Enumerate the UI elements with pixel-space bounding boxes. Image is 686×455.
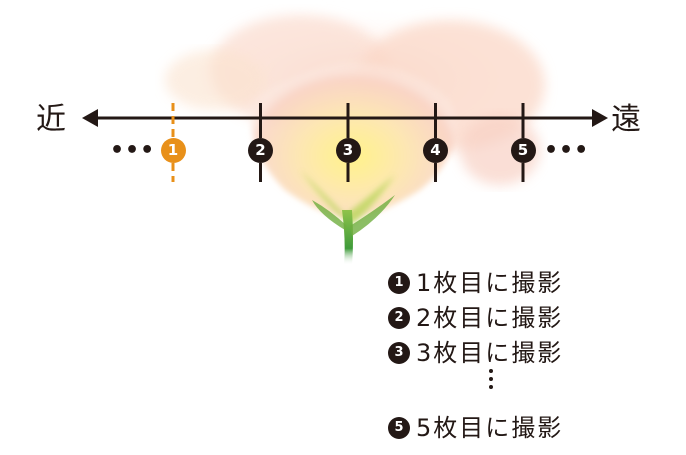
marker-badge-3: 3 [335,138,361,163]
legend-text: 1枚目に撮影 [416,268,564,297]
marker-badge-2: 2 [248,138,273,163]
legend-badge: 1 [388,271,410,294]
legend-text: 3枚目に撮影 [416,338,564,367]
flower-sepal-right [350,195,395,236]
far-label: 遠 [611,102,641,137]
marker-badge-1: 1 [160,138,186,163]
arrow-right-icon [592,109,608,127]
legend-item: 5 5枚目に撮影 [388,410,563,445]
marker-badge-5: 5 [510,138,536,163]
legend-vertical-ellipsis [488,369,494,393]
arrow-left-icon [82,109,98,127]
legend-item: 1 1枚目に撮影 [388,265,563,300]
legend-badge: 2 [388,306,410,329]
legend-badge: 5 [388,416,410,439]
flower-stem [342,210,353,265]
petal-far-left [165,50,265,110]
marker-badge-4: 4 [423,138,448,163]
shot-legend: 1 1枚目に撮影 2 2枚目に撮影 3 3枚目に撮影 5 5枚目に撮影 [388,265,563,445]
legend-text: 5枚目に撮影 [416,413,564,442]
flower-sepal-left [312,200,347,230]
petal-right-lower [460,115,540,185]
legend-badge: 3 [388,341,410,364]
legend-item: 3 3枚目に撮影 [388,335,563,370]
legend-item: 2 2枚目に撮影 [388,300,563,335]
legend-text: 2枚目に撮影 [416,303,564,332]
near-label: 近 [36,102,66,137]
more-right-ellipsis: ••• [544,138,590,163]
more-left-ellipsis: ••• [110,138,156,163]
